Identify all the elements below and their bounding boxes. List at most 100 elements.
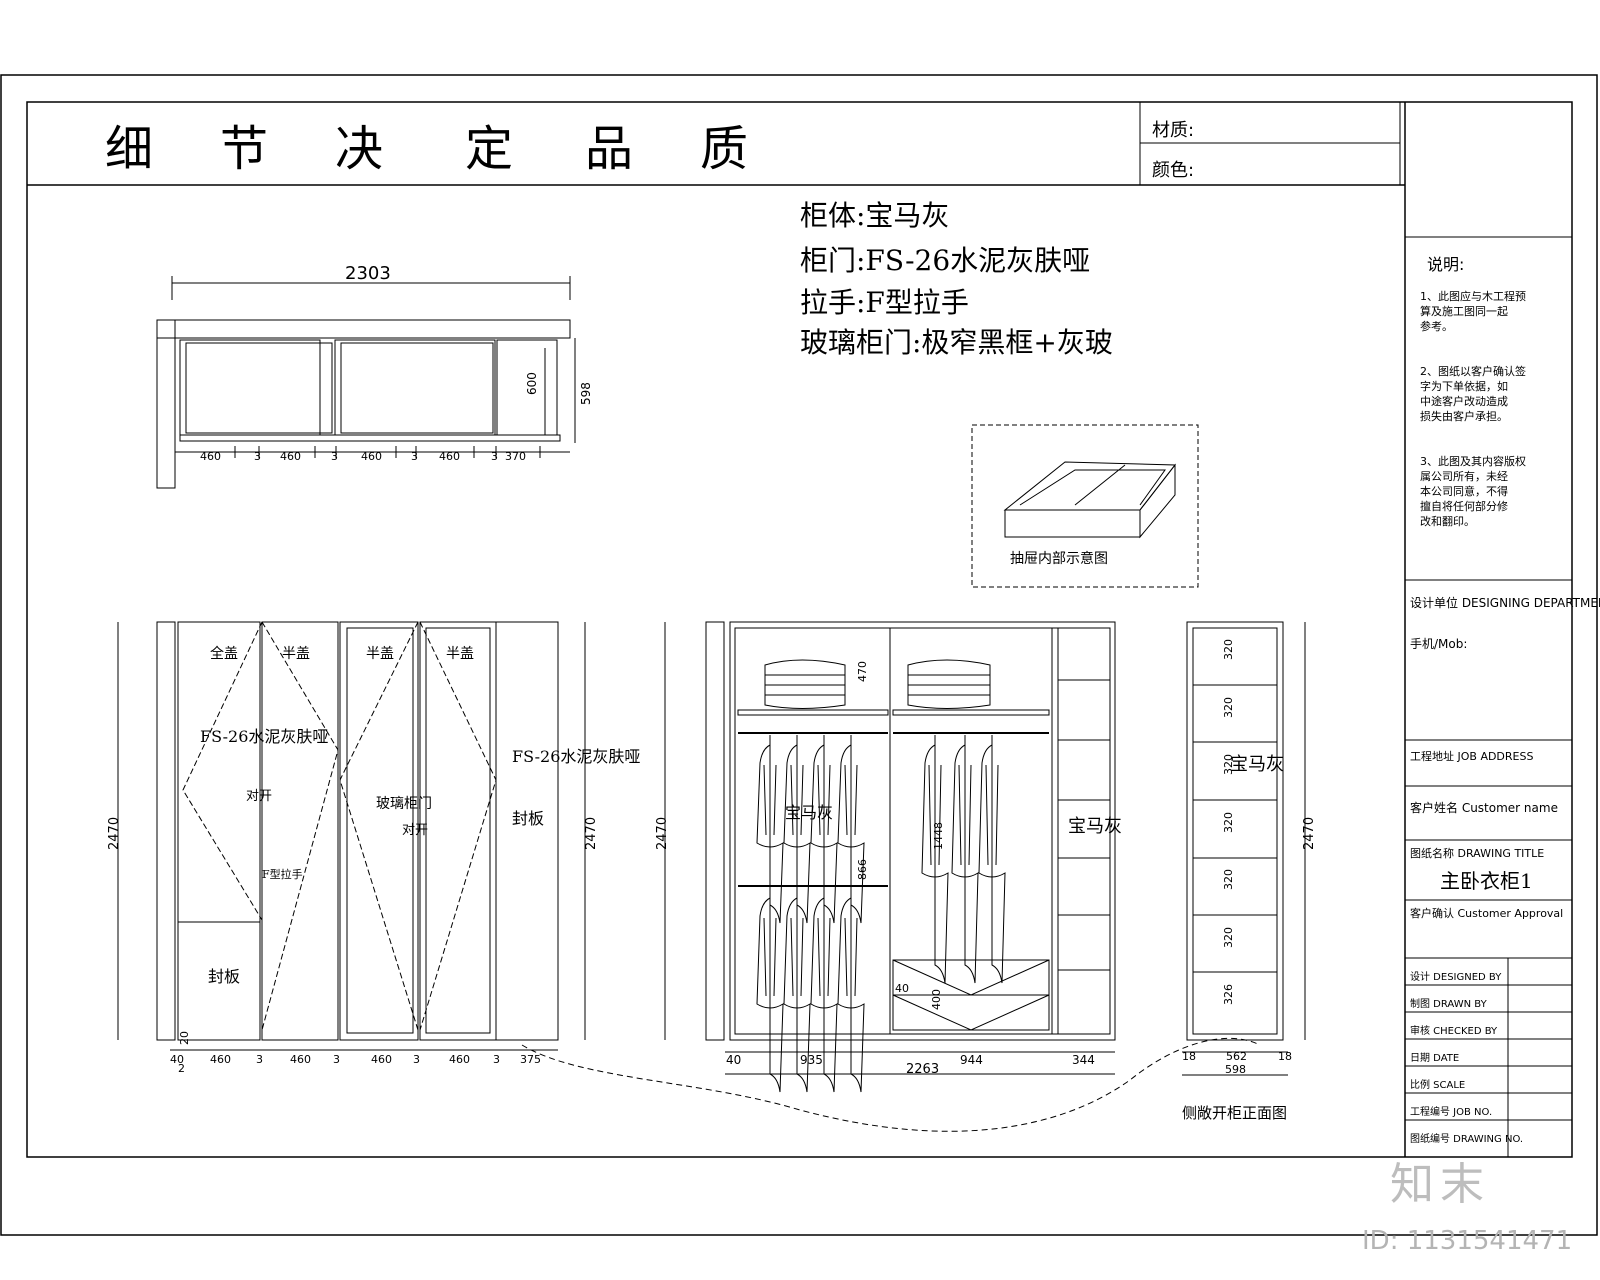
label-double-open: 对开 bbox=[246, 789, 272, 804]
label-half-cover: 半盖 bbox=[282, 646, 310, 662]
plan-depth-outer: 598 bbox=[579, 382, 593, 405]
front-dim-label: 375 bbox=[520, 1053, 541, 1066]
front-dim-label: 3 bbox=[333, 1053, 340, 1066]
note-line: 擅自将任何部分修 bbox=[1420, 499, 1508, 513]
plan-dim-label: 3 bbox=[331, 450, 338, 463]
note-line: 2、图纸以客户确认签 bbox=[1420, 364, 1526, 378]
hanging-garment bbox=[783, 744, 811, 924]
drawer-caption: 抽屉内部示意图 bbox=[1010, 550, 1108, 567]
drawing-name-label: 图纸名称 DRAWING TITLE bbox=[1410, 846, 1544, 860]
plan-dim-label: 3 bbox=[491, 450, 498, 463]
side-dim: 18 bbox=[1182, 1050, 1196, 1063]
label-glass-door: 玻璃柜门 bbox=[376, 795, 432, 812]
hanging-garment bbox=[837, 744, 865, 924]
front-small-dim: 2 bbox=[178, 1062, 185, 1075]
title-char: 节 bbox=[220, 121, 268, 177]
hanging-garment bbox=[810, 744, 838, 924]
plan-dim-label: 460 bbox=[361, 450, 382, 463]
hanging-garment bbox=[756, 897, 784, 1093]
hanging-garment bbox=[783, 897, 811, 1093]
dim-470: 470 bbox=[856, 661, 869, 682]
dim-1448: 1448 bbox=[932, 822, 945, 850]
side-color-label: 宝马灰 bbox=[1230, 754, 1284, 775]
drawer-detail: 抽屉内部示意图 bbox=[971, 424, 1199, 588]
plan-overall-dim: 2303 bbox=[345, 263, 391, 284]
note-line: 算及施工图同一起 bbox=[1420, 304, 1508, 318]
dim-40: 40 bbox=[895, 982, 909, 995]
label-body-color: 宝马灰 bbox=[785, 803, 833, 822]
label-door-material: FS-26水泥灰肤哑 bbox=[200, 727, 328, 746]
title-char: 品 bbox=[585, 121, 633, 177]
interior-dim-label: 935 bbox=[800, 1053, 823, 1067]
title-row-label: 比例 SCALE bbox=[1410, 1078, 1465, 1091]
front-dim-label: 460 bbox=[371, 1053, 392, 1066]
label-cover-panel: 封板 bbox=[512, 809, 544, 828]
label-full-cover: 全盖 bbox=[210, 645, 238, 662]
front-height-dim: 2470 bbox=[107, 817, 122, 850]
material-label: 材质: bbox=[1152, 120, 1194, 141]
side-shelf-dim: 320 bbox=[1222, 812, 1235, 833]
title-row-label: 设计 DESIGNED BY bbox=[1410, 970, 1502, 983]
note-line: 本公司同意，不得 bbox=[1420, 484, 1508, 498]
notes-list: 1、此图应与木工程预算及施工图同一起参考。2、图纸以客户确认签字为下单依据，如中… bbox=[1420, 289, 1526, 528]
label-side-material: FS-26水泥灰肤哑 bbox=[512, 747, 640, 766]
spec-list: 柜体:宝马灰 柜门:FS-26水泥灰肤哑 拉手:F型拉手 玻璃柜门:极窄黑框+灰… bbox=[800, 199, 1113, 359]
plan-dim-label: 460 bbox=[280, 450, 301, 463]
note-line: 1、此图应与木工程预 bbox=[1420, 289, 1526, 303]
hanging-garment bbox=[810, 897, 838, 1093]
note-line: 3、此图及其内容版权 bbox=[1420, 454, 1526, 468]
label-half-cover: 半盖 bbox=[446, 646, 474, 662]
front-dim-label: 460 bbox=[210, 1053, 231, 1066]
side-caption: 侧敞开柜正面图 bbox=[1182, 1104, 1287, 1122]
plan-dim-label: 460 bbox=[439, 450, 460, 463]
side-dim: 18 bbox=[1278, 1050, 1292, 1063]
design-unit: 设计单位 DESIGNING DEPARTMENT bbox=[1410, 595, 1600, 610]
dim-866: 866 bbox=[856, 859, 869, 880]
side-shelf-dim: 320 bbox=[1222, 697, 1235, 718]
id-text: ID: 1131541471 bbox=[1362, 1226, 1573, 1256]
inner-frame bbox=[26, 101, 1573, 1158]
side-height-dim: 2470 bbox=[1302, 817, 1317, 850]
interior-elevation: 2470 470 866 1448 400 40 bbox=[655, 621, 1122, 1093]
phone-label: 手机/Mob: bbox=[1410, 637, 1467, 651]
label-handle: F型拉手 bbox=[262, 867, 303, 881]
customer-name-label: 客户姓名 Customer name bbox=[1410, 800, 1558, 815]
side-shelf-dim: 320 bbox=[1222, 754, 1235, 775]
front-dim-label: 3 bbox=[256, 1053, 263, 1066]
front-dim-label: 460 bbox=[290, 1053, 311, 1066]
label-half-cover: 半盖 bbox=[366, 646, 394, 662]
label-body-color: 宝马灰 bbox=[1068, 816, 1122, 837]
plan-dim-label: 370 bbox=[505, 450, 526, 463]
front-small-dim: 20 bbox=[178, 1031, 191, 1045]
plan-dim-label: 3 bbox=[254, 450, 261, 463]
title-row-label: 工程编号 JOB NO. bbox=[1410, 1105, 1492, 1118]
interior-height-dim: 2470 bbox=[655, 817, 670, 850]
note-line: 损失由客户承担。 bbox=[1420, 409, 1508, 423]
front-elevation: 2470 全盖 半盖 半盖 半盖 FS-26水泥灰肤哑 FS-26水泥灰肤哑 对… bbox=[107, 621, 1261, 1132]
front-dim-label: 40 bbox=[170, 1053, 184, 1066]
page-title: 细 节 决 定 品 质 bbox=[105, 121, 748, 177]
note-line: 属公司所有，未经 bbox=[1420, 469, 1508, 483]
title-row-label: 制图 DRAWN BY bbox=[1410, 997, 1488, 1010]
title-char: 决 bbox=[335, 121, 383, 177]
spec-glass-door: 玻璃柜门:极窄黑框+灰玻 bbox=[800, 326, 1113, 359]
side-dim: 562 bbox=[1226, 1050, 1247, 1063]
title-char: 质 bbox=[700, 121, 748, 177]
spec-body: 柜体:宝马灰 bbox=[800, 199, 949, 232]
plan-dim-label: 460 bbox=[200, 450, 221, 463]
plan-dim-label: 3 bbox=[411, 450, 418, 463]
side-shelf-dim: 320 bbox=[1222, 869, 1235, 890]
folded-clothes-stack bbox=[764, 659, 991, 709]
hanging-garment bbox=[837, 897, 865, 1093]
title-char: 定 bbox=[465, 121, 513, 177]
title-char: 细 bbox=[105, 121, 153, 177]
interior-dim-label: 344 bbox=[1072, 1053, 1095, 1067]
customer-confirm-label: 客户确认 Customer Approval bbox=[1410, 906, 1563, 920]
spec-door: 柜门:FS-26水泥灰肤哑 bbox=[800, 244, 1090, 277]
project-address-label: 工程地址 JOB ADDRESS bbox=[1410, 749, 1533, 763]
front-dim-label: 3 bbox=[413, 1053, 420, 1066]
title-row-label: 图纸编号 DRAWING NO. bbox=[1410, 1132, 1523, 1145]
